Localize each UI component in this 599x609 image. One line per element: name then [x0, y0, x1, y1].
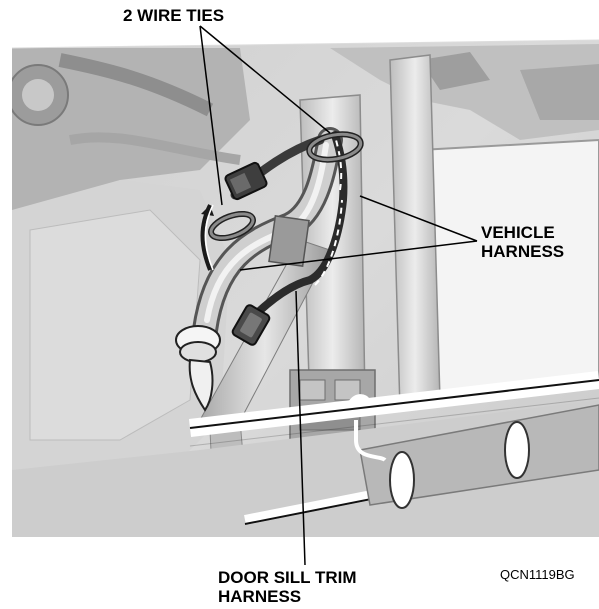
vehicle-harness-label-line2: HARNESS [481, 242, 565, 261]
vehicle-harness-label-line1: VEHICLE [481, 223, 555, 242]
leader-lines [199, 25, 478, 566]
door-sill-trim-harness-label-line2: HARNESS [218, 587, 302, 606]
wire-ties-label: 2 WIRE TIES [123, 6, 225, 25]
figure-code: QCN1119BG [500, 567, 575, 582]
door-sill-trim-harness-label-line1: DOOR SILL TRIM [218, 568, 357, 587]
